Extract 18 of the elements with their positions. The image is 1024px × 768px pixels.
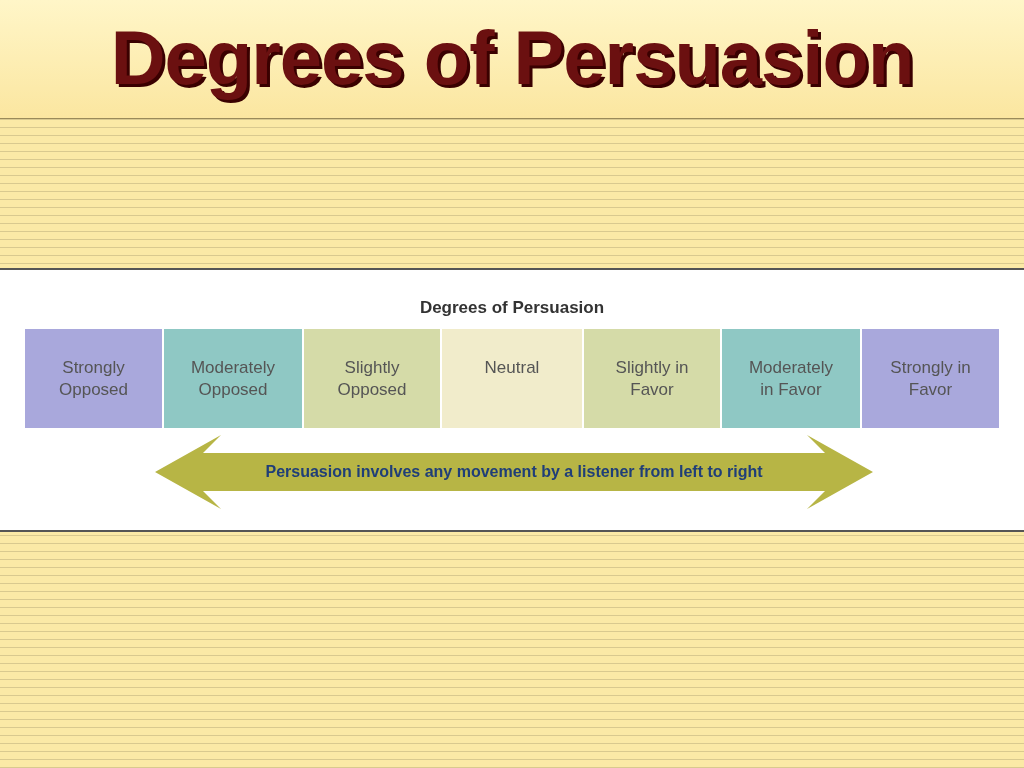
scale-box: [164, 329, 302, 428]
scale-label: Strongly in Favor: [889, 357, 972, 401]
scale-label: Moderately in Favor: [747, 357, 835, 401]
scale-box: [862, 329, 999, 428]
scale-label: Neutral: [483, 357, 541, 379]
diagram-heading: Degrees of Persuasion: [418, 298, 606, 318]
slide-title: Degrees of Persuasion: [109, 14, 915, 101]
scale-box: [25, 329, 162, 428]
scale-label: Strongly Opposed: [58, 357, 129, 401]
scale-box: [304, 329, 440, 428]
scale-box: [722, 329, 860, 428]
scale-box: [584, 329, 720, 428]
scale-box: [442, 329, 582, 428]
double-arrow: [155, 435, 873, 509]
arrow-text: Persuasion involves any movement by a listener from left to right: [264, 462, 764, 482]
scale-label: Moderately Opposed: [189, 357, 277, 401]
scale-label: Slightly in Favor: [614, 357, 690, 401]
scale-label: Slightly Opposed: [336, 357, 408, 401]
